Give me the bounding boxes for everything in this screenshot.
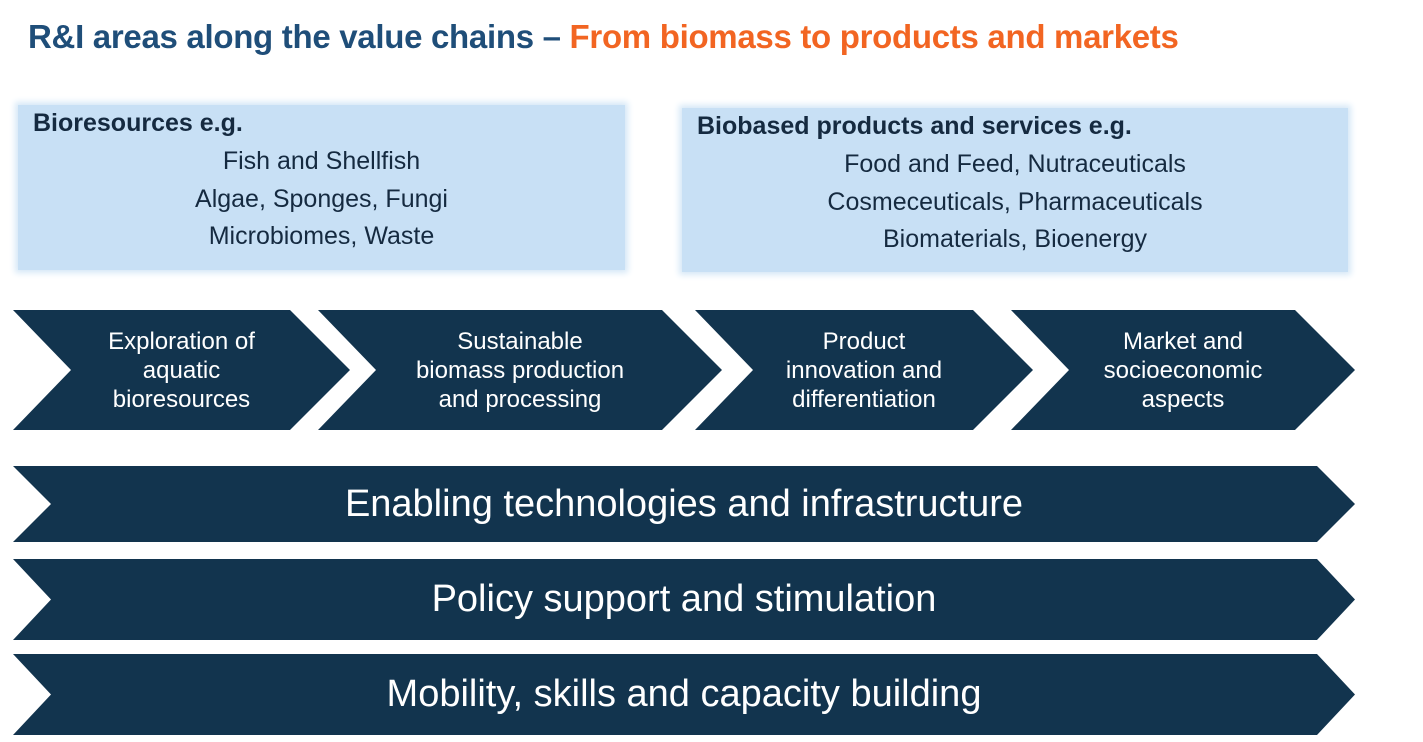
step-text: Market and	[1122, 327, 1244, 355]
band-policy-support: Policy support and stimulation	[13, 559, 1355, 640]
product-item: Food and Feed, Nutraceuticals	[844, 150, 1186, 178]
product-item: Cosmeceuticals, Pharmaceuticals	[827, 187, 1203, 216]
step-text: and processing	[438, 385, 602, 413]
band-text: Mobility, skills and capacity building	[386, 673, 982, 715]
step-text: Sustainable	[457, 327, 583, 355]
band-mobility-skills: Mobility, skills and capacity building	[13, 654, 1355, 735]
band-text: Policy support and stimulation	[431, 578, 937, 620]
step-text: bioresources	[112, 385, 251, 413]
step-text: aquatic	[142, 356, 221, 384]
bioresources-box: Bioresources e.g. Fish and Shellfish Alg…	[18, 105, 625, 270]
bioresources-heading: Bioresources e.g.	[33, 109, 243, 137]
bioresource-item: Microbiomes, Waste	[208, 222, 435, 250]
step-text: socioeconomic	[1103, 356, 1263, 384]
products-heading: Biobased products and services e.g.	[697, 112, 1132, 140]
page-title: R&I areas along the value chains – From …	[28, 18, 1179, 55]
step-text: biomass production	[415, 356, 625, 384]
products-box: Biobased products and services e.g. Food…	[682, 108, 1348, 272]
band-enabling-technologies: Enabling technologies and infrastructure	[13, 466, 1355, 542]
step-text: innovation and	[785, 356, 943, 384]
step-text: aspects	[1141, 385, 1225, 413]
bioresource-item: Fish and Shellfish	[222, 147, 421, 175]
step-text: Product	[822, 327, 906, 355]
product-item: Biomaterials, Bioenergy	[882, 225, 1147, 253]
band-text: Enabling technologies and infrastructure	[344, 482, 1024, 525]
step-text: differentiation	[792, 385, 936, 413]
bioresource-item: Algae, Sponges, Fungi	[195, 184, 448, 213]
step-text: Exploration of	[108, 327, 255, 355]
